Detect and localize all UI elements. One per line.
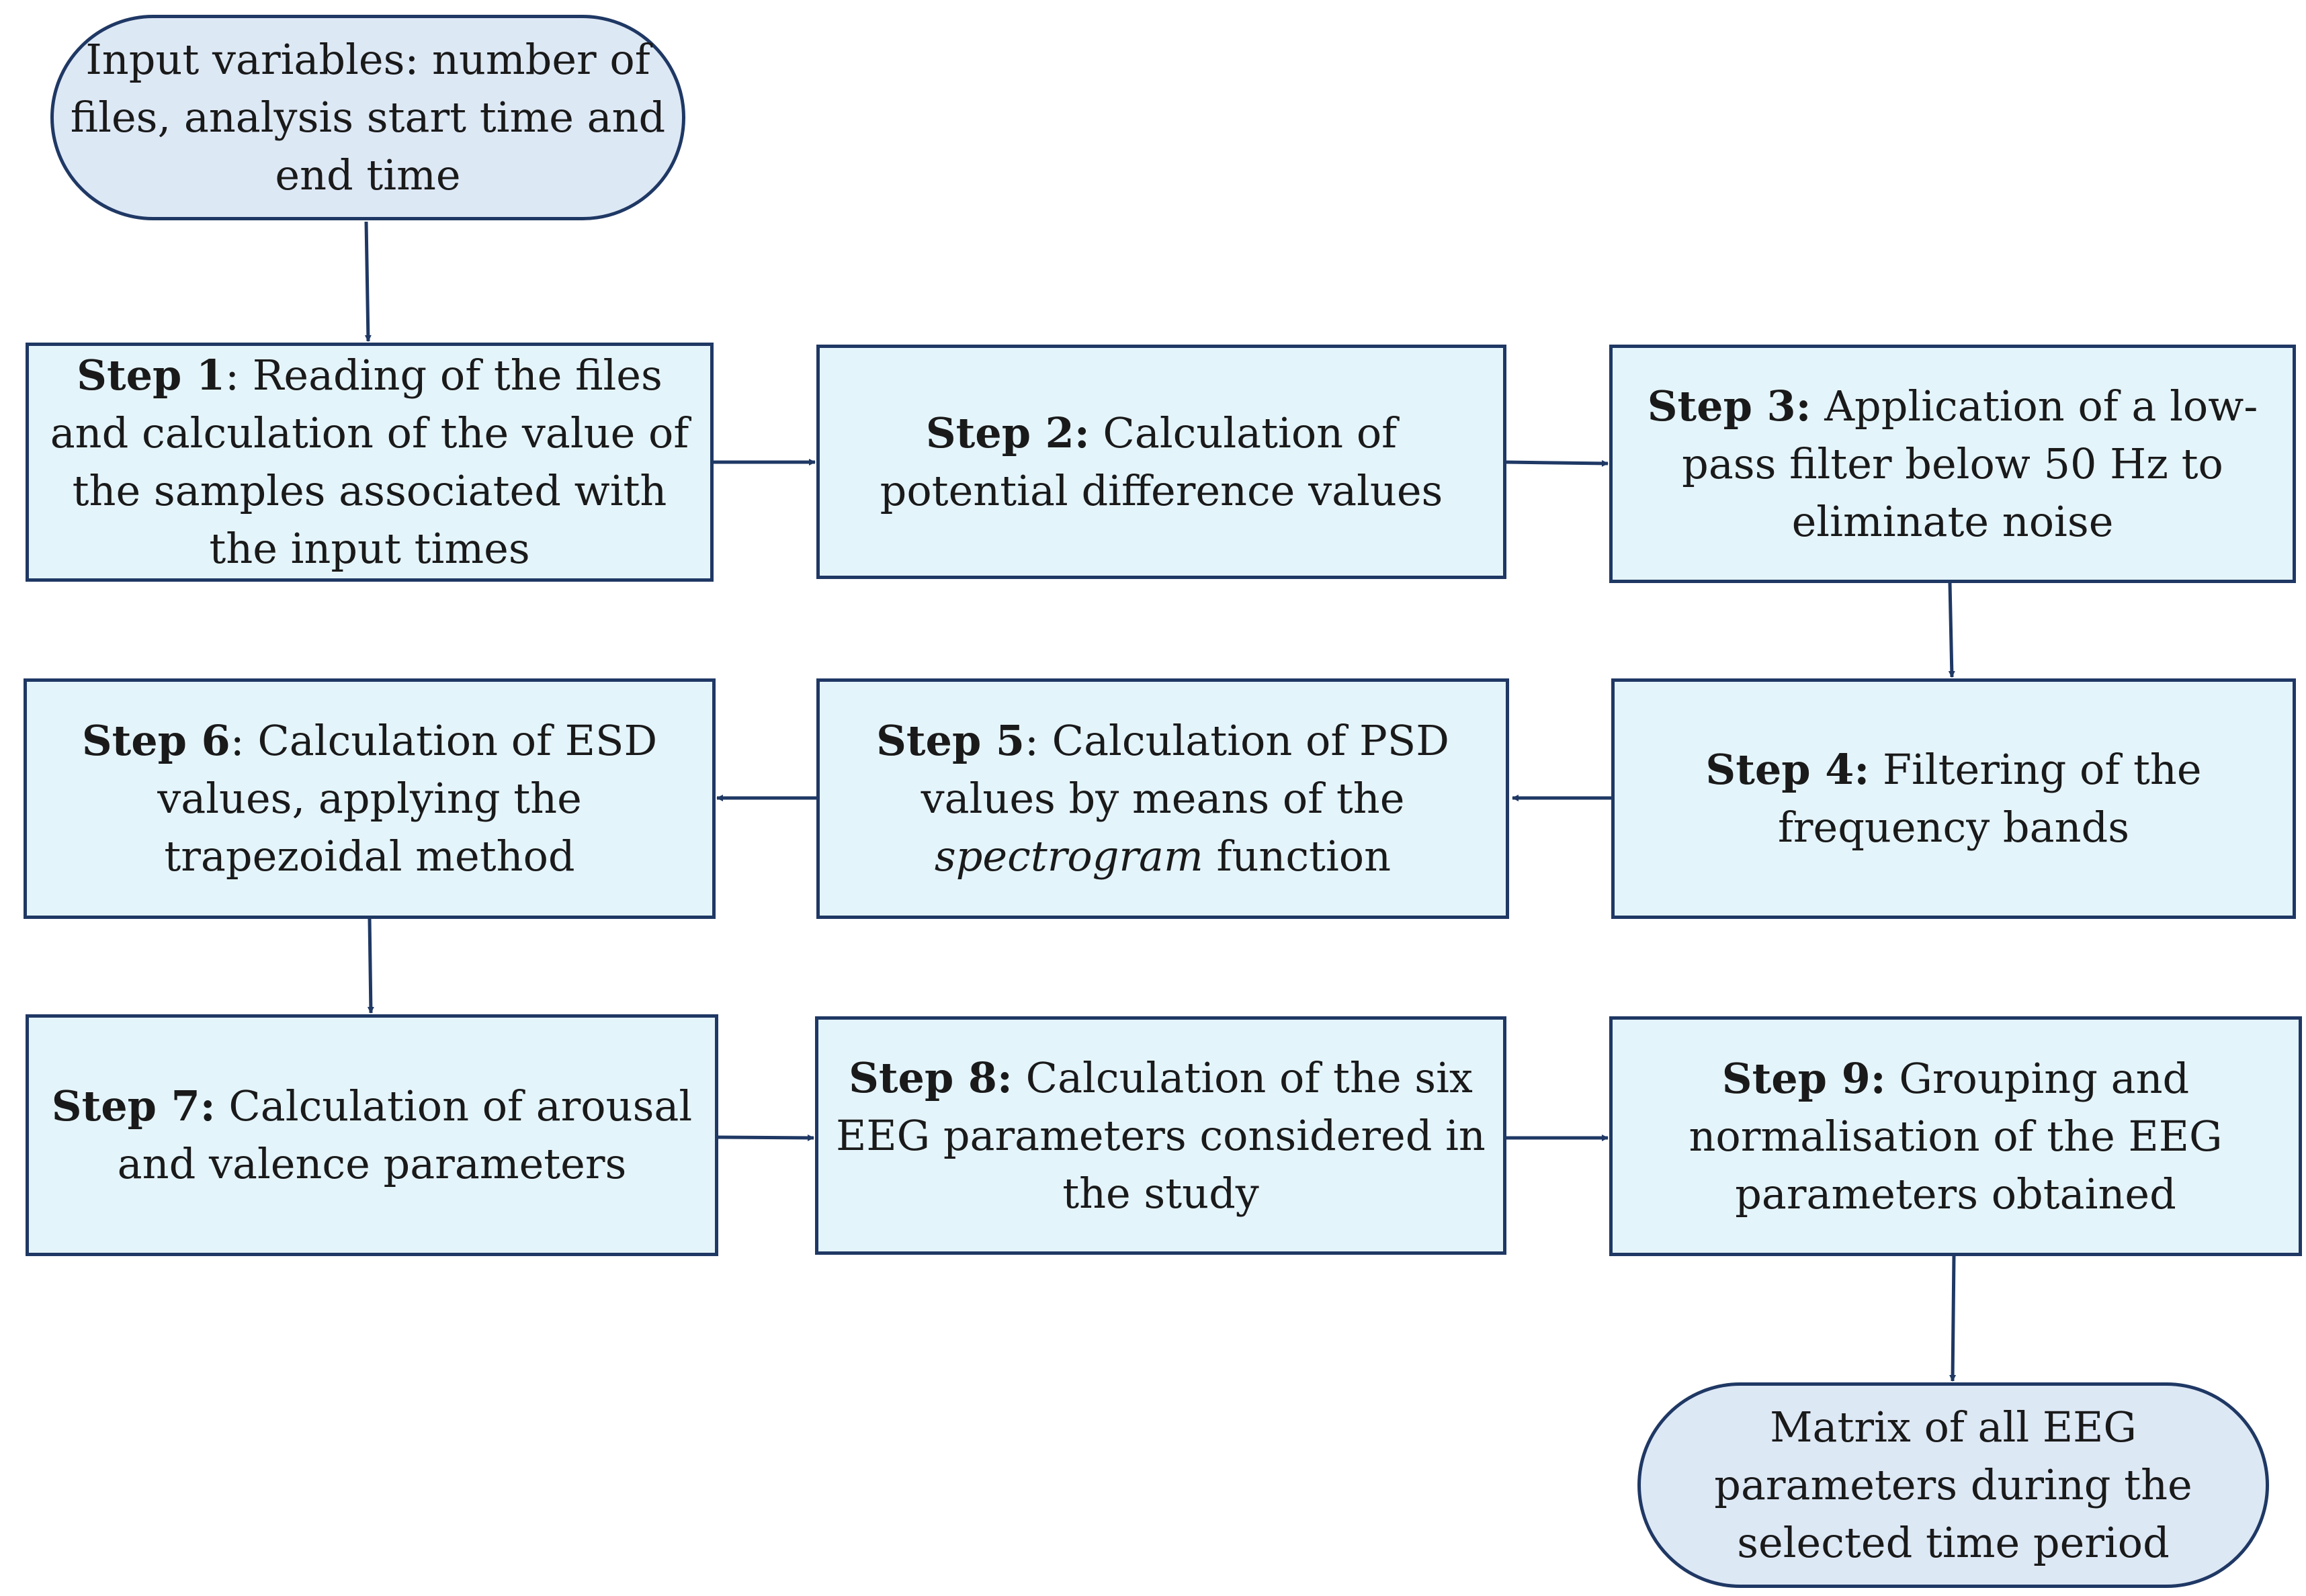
step-2-text: Step 2: Calculation of potential differe…: [836, 404, 1487, 520]
step-8-label: Step 8:: [849, 1053, 1013, 1102]
step-9-description: Grouping and normalisation of the EEG pa…: [1689, 1053, 2223, 1218]
step-9-text: Step 9: Grouping and normalisation of th…: [1629, 1050, 2282, 1223]
arrow-step9-to-end: [1949, 1255, 1957, 1382]
step-5-function-name: spectrogram: [934, 832, 1203, 881]
arrow-step3-to-step4: [1948, 582, 1955, 678]
step-6-box: Step 6: Calculation of ESD values, apply…: [24, 678, 716, 919]
step-8-box: Step 8: Calculation of the six EEG param…: [815, 1016, 1506, 1255]
step-1-description: : Reading of the files and calculation o…: [50, 351, 689, 573]
step-8-description: Calculation of the six EEG parameters co…: [836, 1053, 1486, 1218]
step-5-label: Step 5: [876, 716, 1025, 765]
step-2-box: Step 2: Calculation of potential differe…: [816, 345, 1506, 579]
start-text: Input variables: number of files, analys…: [70, 35, 666, 200]
step-7-box: Step 7: Calculation of arousal and valen…: [26, 1014, 718, 1256]
step-5-description-tail: function: [1203, 832, 1392, 881]
step-1-label: Step 1: [77, 351, 226, 400]
end-terminal: Matrix of all EEG parameters during the …: [1637, 1382, 2269, 1588]
arrow-start-to-step1: [364, 221, 372, 342]
step-4-text: Step 4: Filtering of the frequency bands: [1631, 741, 2276, 856]
end-text: Matrix of all EEG parameters during the …: [1714, 1403, 2192, 1567]
step-7-text: Step 7: Calculation of arousal and valen…: [45, 1077, 699, 1193]
step-3-label: Step 3:: [1647, 381, 1811, 431]
step-6-label: Step 6: [81, 716, 230, 765]
step-3-text: Step 3: Application of a low-pass filter…: [1629, 378, 2276, 551]
step-4-description: Filtering of the frequency bands: [1777, 745, 2202, 852]
step-5-box: Step 5: Calculation of PSD values by mea…: [816, 678, 1509, 919]
arrow-step7-to-step8: [718, 1134, 814, 1141]
step-2-label: Step 2:: [925, 408, 1090, 457]
step-9-label: Step 9:: [1721, 1053, 1886, 1103]
arrow-step2-to-step3: [1506, 459, 1609, 467]
step-7-description: Calculation of arousal and valence param…: [117, 1081, 693, 1188]
step-9-box: Step 9: Grouping and normalisation of th…: [1609, 1016, 2302, 1256]
step-1-box: Step 1: Reading of the files and calcula…: [26, 343, 714, 582]
step-8-text: Step 8: Calculation of the six EEG param…: [835, 1049, 1487, 1223]
step-6-text: Step 6: Calculation of ESD values, apply…: [43, 712, 696, 885]
step-5-description: : Calculation of PSD values by means of …: [921, 716, 1449, 823]
step-3-box: Step 3: Application of a low-pass filter…: [1609, 345, 2296, 583]
arrow-step6-to-step7: [367, 918, 374, 1014]
step-1-text: Step 1: Reading of the files and calcula…: [45, 347, 694, 578]
step-4-label: Step 4:: [1705, 745, 1870, 794]
start-terminal: Input variables: number of files, analys…: [50, 15, 685, 220]
step-7-label: Step 7:: [51, 1081, 216, 1130]
step-3-description: Application of a low-pass filter below 5…: [1682, 381, 2258, 546]
step-5-text: Step 5: Calculation of PSD values by mea…: [836, 712, 1490, 885]
step-4-box: Step 4: Filtering of the frequency bands: [1611, 678, 2296, 919]
step-6-description: : Calculation of ESD values, applying th…: [157, 716, 658, 881]
step-2-description: Calculation of potential difference valu…: [880, 408, 1443, 515]
